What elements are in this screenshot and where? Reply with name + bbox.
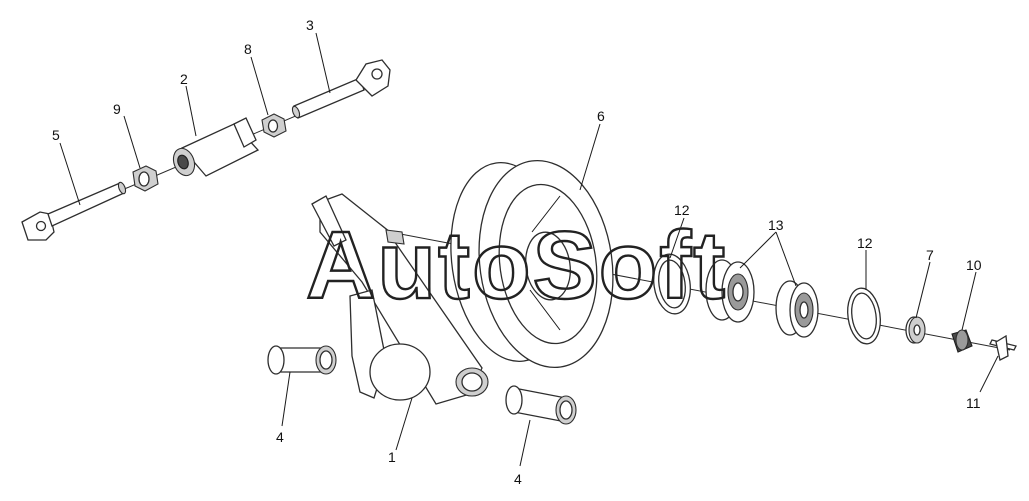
part-13-bearing-right <box>775 280 819 338</box>
part-4-bushing-left <box>267 345 337 375</box>
callout-2: 2 <box>180 71 188 87</box>
part-6-pulley <box>450 159 614 369</box>
part-7-washer <box>905 316 926 344</box>
callout-9: 9 <box>113 101 121 117</box>
part-13-bearing-left <box>705 259 755 323</box>
part-8-hex-nut <box>261 113 287 138</box>
callout-13: 13 <box>768 217 784 233</box>
callout-12-left: 12 <box>674 202 690 218</box>
part-4-bushing-right <box>505 385 577 425</box>
part-5-eye-rod <box>21 181 127 241</box>
callout-10: 10 <box>966 257 982 273</box>
autosoft-watermark: AutoSoft <box>306 212 727 319</box>
leader-lines <box>59 32 999 467</box>
part-11-cotter-pin <box>989 334 1017 361</box>
upper-axis-assembly <box>21 59 391 241</box>
callout-8: 8 <box>244 41 252 57</box>
callout-7: 7 <box>926 247 934 263</box>
callout-1: 1 <box>388 449 396 465</box>
callout-4-left: 4 <box>276 429 284 445</box>
part-1-swing-arm <box>311 193 489 405</box>
part-9-hex-nut <box>132 165 159 192</box>
callout-6: 6 <box>597 108 605 124</box>
callout-5: 5 <box>52 127 60 143</box>
callouts: 2 3 8 9 5 6 12 13 12 7 10 11 4 1 4 <box>52 17 982 487</box>
part-3-eye-rod <box>291 59 391 119</box>
part-2-cylinder-body <box>172 117 260 177</box>
callout-3: 3 <box>306 17 314 33</box>
part-12-snap-ring-right <box>847 287 881 345</box>
callout-4-right: 4 <box>514 471 522 487</box>
part-10-castle-nut <box>951 329 973 353</box>
callout-12-right: 12 <box>857 235 873 251</box>
callout-11: 11 <box>966 395 981 411</box>
part-12-snap-ring-left <box>653 253 691 315</box>
